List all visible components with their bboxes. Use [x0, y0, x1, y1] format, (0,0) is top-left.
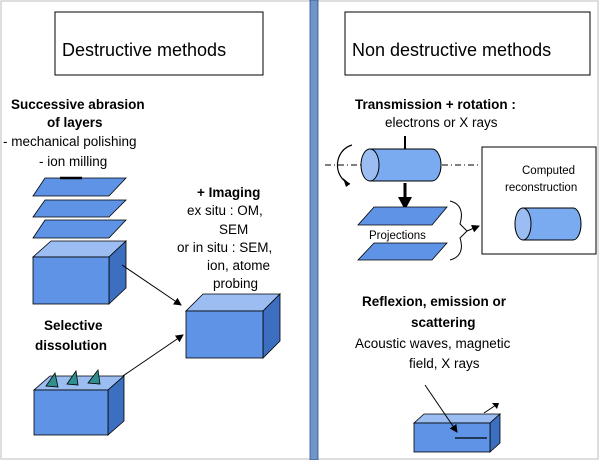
left-panel: Destructive methods Successive abrasion …	[3, 11, 281, 436]
transmission-heading: Transmission + rotation :	[355, 97, 516, 112]
dissolution-to-block-arrow	[116, 334, 184, 381]
computed-line-1: Computed	[522, 165, 575, 177]
non-destructive-title: Non destructive methods	[352, 40, 551, 60]
selective-line-2: dissolution	[35, 338, 107, 353]
imaging-heading: + Imaging	[197, 185, 260, 200]
reflexion-outgoing-head	[492, 403, 499, 409]
imaging-line-4: ion, atome	[207, 258, 270, 273]
projection-plane-2	[357, 242, 448, 261]
transmission-sub: electrons or X rays	[385, 115, 498, 130]
dissolution-tip-2	[66, 369, 79, 386]
selective-line-1: Selective	[44, 318, 103, 333]
sample-cylinder	[360, 148, 442, 182]
destructive-title-box	[54, 11, 264, 76]
abrasion-heading-line1: Successive abrasion	[11, 97, 145, 112]
imaging-line-1: ex situ : OM,	[187, 203, 263, 218]
dissolution-tip-3	[87, 369, 101, 385]
dissolution-block	[32, 369, 126, 436]
computed-line-2: reconstruction	[505, 182, 577, 194]
dissolution-tip-1	[45, 372, 59, 388]
rotation-arrowhead	[343, 178, 350, 187]
reflexion-line-2: scattering	[411, 315, 476, 330]
layer-slice-2	[32, 199, 127, 218]
projections-brace	[449, 200, 468, 261]
reflexion-desc-line-1: Acoustic waves, magnetic	[355, 336, 511, 351]
reflexion-desc-line-2: field, X rays	[409, 356, 480, 371]
layer-slice-1	[32, 177, 127, 197]
projection-plane-1	[357, 206, 448, 226]
abrasion-item-milling: - ion milling	[39, 154, 107, 169]
transmitted-beam-head	[398, 197, 412, 210]
reflexion-block	[412, 413, 502, 453]
imaging-line-3: or in situ : SEM,	[177, 240, 272, 255]
layer-slice-3	[32, 219, 127, 239]
reflexion-line-1: Reflexion, emission or	[362, 294, 507, 309]
non-destructive-title-box	[344, 11, 591, 76]
right-panel: Non destructive methods Transmission + r…	[325, 11, 597, 453]
reflexion-outgoing-line	[483, 404, 497, 414]
projections-label: Projections	[369, 230, 426, 242]
reflexion-incoming-arrow	[424, 384, 458, 433]
panel-divider	[309, 0, 319, 460]
projections-to-reconstruction-arrow	[466, 225, 480, 233]
abrasion-layers	[32, 176, 127, 239]
imaged-block	[185, 293, 281, 359]
destructive-title: Destructive methods	[62, 40, 226, 60]
abrasion-item-polishing: - mechanical polishing	[3, 134, 137, 149]
reconstructed-cylinder	[514, 207, 582, 241]
projections-label-bg	[364, 226, 444, 243]
abrasion-block	[31, 240, 128, 305]
imaging-line-2: SEM	[219, 222, 248, 237]
imaging-line-5: probing	[213, 276, 258, 291]
abrasion-heading-line2: of layers	[47, 115, 103, 130]
abrasion-to-block-arrow	[121, 264, 182, 306]
